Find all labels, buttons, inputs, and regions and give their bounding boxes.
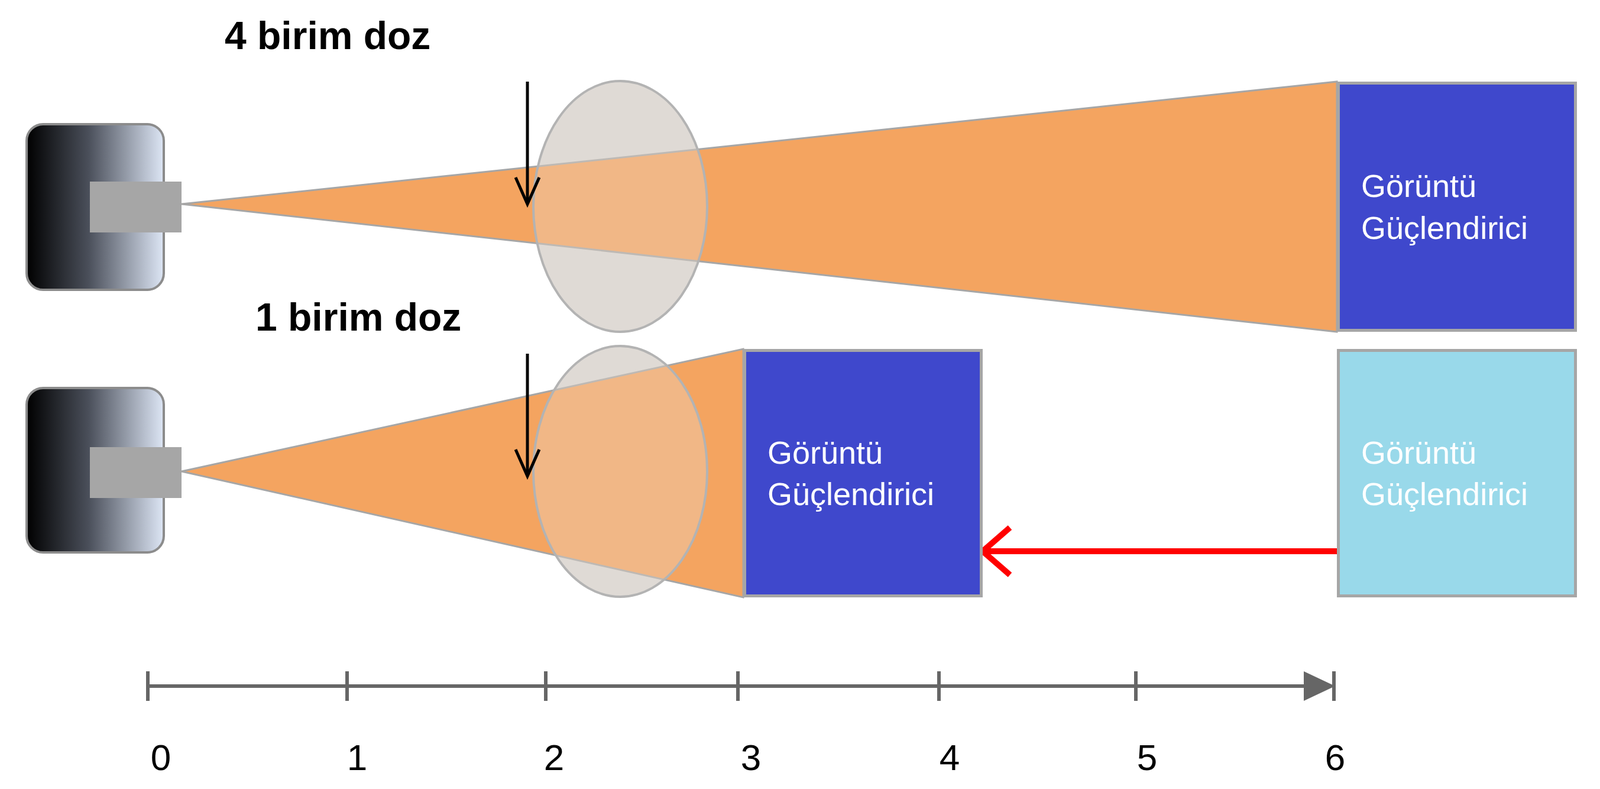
- axis-tick-label: 4: [939, 736, 960, 779]
- box-label: Görüntü Güçlendirici: [1361, 431, 1557, 515]
- patient-body: [533, 345, 708, 597]
- image-intensifier-box: Görüntü Güçlendirici: [743, 348, 983, 598]
- patient-outline: [533, 345, 708, 597]
- xray-tube: [26, 387, 182, 553]
- patient-outline: [533, 81, 708, 332]
- dose-label: 1 birim doz: [255, 294, 462, 340]
- box-label: Görüntü Güçlendirici: [1361, 164, 1557, 248]
- dose-arrow: [515, 353, 540, 476]
- xray-beam: [181, 81, 1337, 332]
- dose-label: 4 birim doz: [224, 13, 431, 58]
- axis-tick-label: 1: [347, 736, 368, 779]
- image-intensifier-box: Görüntü Güçlendirici: [1336, 81, 1577, 332]
- axis-tick-label: 5: [1137, 736, 1158, 779]
- image-intensifier-box: Görüntü Güçlendirici: [1336, 348, 1577, 598]
- axis-tick-label: 3: [740, 736, 761, 779]
- move-arrow: [982, 527, 1337, 575]
- distance-axis: [147, 671, 1336, 701]
- xray-tube: [26, 124, 182, 290]
- box-label: Görüntü Güçlendirici: [767, 431, 963, 515]
- axis-tick-label: 2: [543, 736, 565, 779]
- axis-tick-label: 6: [1325, 736, 1346, 779]
- dose-arrow: [515, 81, 540, 204]
- axis-tick-label: 0: [150, 736, 171, 779]
- patient-body: [533, 81, 708, 332]
